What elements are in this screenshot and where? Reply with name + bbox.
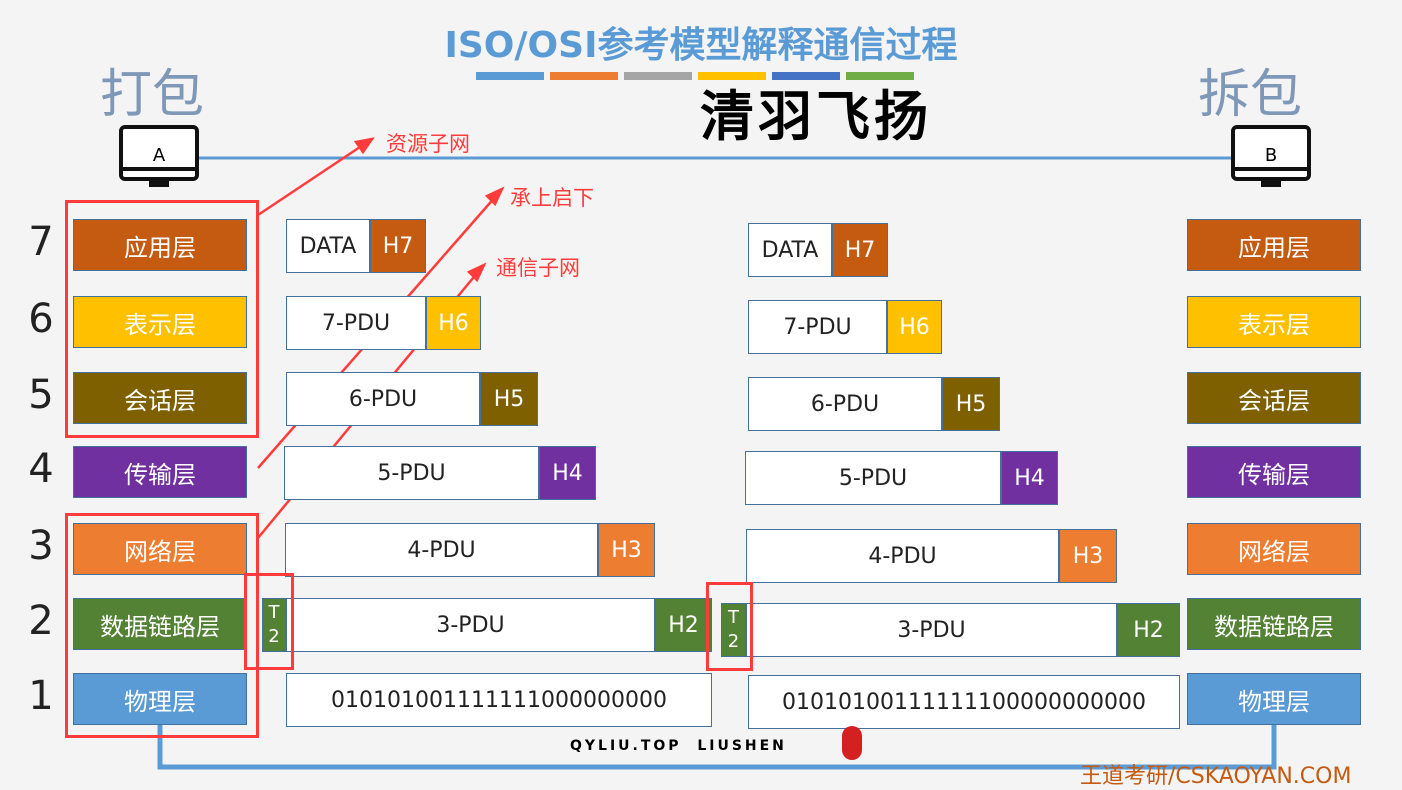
- pdu-header: H7: [370, 219, 426, 273]
- title-bar: [624, 72, 692, 80]
- pdu-body: 7-PDU: [286, 296, 426, 350]
- pdu-body: 4-PDU: [285, 523, 598, 577]
- pdu-header: H6: [887, 300, 942, 354]
- pdu-header: H4: [1001, 451, 1058, 505]
- layer-box-left: 传输层: [73, 446, 247, 498]
- layer-box-right: 数据链路层: [1187, 598, 1361, 650]
- computer-a-icon: A: [119, 125, 199, 191]
- comm-subnet-box: [65, 513, 259, 738]
- pdu-body: 7-PDU: [748, 300, 887, 354]
- title-bar: [476, 72, 544, 80]
- pdu-header: H3: [1059, 529, 1117, 583]
- layer-box-left: 应用层: [73, 219, 247, 271]
- watermark-logo: 清羽飞扬: [700, 84, 932, 148]
- title-bar: [698, 72, 766, 80]
- trailer-highlight-left: [244, 573, 294, 670]
- pack-label: 打包: [100, 65, 205, 125]
- layer-box-right: 表示层: [1187, 296, 1361, 348]
- layer-number: 7: [28, 219, 54, 265]
- bitstream-left: 010101001111111000000000: [286, 673, 712, 727]
- host-a-label: A: [152, 145, 166, 166]
- annotation-middle: 承上启下: [510, 186, 594, 210]
- layer-number: 4: [28, 446, 54, 492]
- bitstream-right: 01010100111111100000000000: [748, 675, 1180, 729]
- computer-b-icon: B: [1231, 125, 1311, 191]
- annotation-resource-subnet: 资源子网: [386, 132, 470, 156]
- layer-number: 2: [28, 598, 54, 644]
- host-b-label: B: [1264, 145, 1278, 166]
- pdu-header: H7: [832, 223, 888, 277]
- pdu-header: H5: [480, 372, 538, 426]
- layer-number: 3: [28, 523, 54, 569]
- unpack-label: 拆包: [1198, 65, 1303, 125]
- credit: 王道考研/CSKAOYAN.COM: [1080, 764, 1352, 789]
- page-title: ISO/OSI参考模型解释通信过程: [444, 25, 958, 66]
- pdu-body: 6-PDU: [286, 372, 480, 426]
- title-bar: [772, 72, 840, 80]
- layer-number: 5: [28, 372, 54, 418]
- resource-subnet-box: [65, 200, 259, 438]
- pdu-body: DATA: [748, 223, 832, 277]
- pdu-header: H6: [426, 296, 481, 350]
- pdu-body: DATA: [286, 219, 370, 273]
- annotation-comm-subnet: 通信子网: [496, 256, 580, 280]
- layer-box-left: 网络层: [73, 523, 247, 575]
- pdu-header: H4: [539, 446, 596, 500]
- layer-number: 1: [28, 673, 54, 719]
- watermark-sub: QYLIU.TOP LIUSHEN: [570, 738, 787, 754]
- layer-box-right: 会话层: [1187, 372, 1361, 424]
- layer-box-right: 物理层: [1187, 673, 1361, 725]
- title-bar: [846, 72, 914, 80]
- layer-number: 6: [28, 296, 54, 342]
- layer-box-left: 会话层: [73, 372, 247, 424]
- layer-box-left: 数据链路层: [73, 598, 247, 650]
- layer-box-left: 表示层: [73, 296, 247, 348]
- pdu-trailer: T2: [721, 603, 746, 657]
- pdu-header: H3: [598, 523, 655, 577]
- pdu-body: 3-PDU: [286, 598, 655, 652]
- pdu-body: 6-PDU: [748, 377, 942, 431]
- pdu-trailer: T2: [262, 598, 286, 652]
- layer-box-left: 物理层: [73, 673, 247, 725]
- pdu-header: H5: [942, 377, 1000, 431]
- pdu-header: H2: [655, 598, 712, 652]
- layer-box-right: 应用层: [1187, 219, 1361, 271]
- title-bar: [550, 72, 618, 80]
- pdu-body: 3-PDU: [746, 603, 1117, 657]
- pdu-body: 5-PDU: [284, 446, 539, 500]
- seal-icon: [842, 726, 862, 760]
- pdu-body: 5-PDU: [745, 451, 1001, 505]
- trailer-highlight-right: [706, 582, 753, 671]
- pdu-header: H2: [1117, 603, 1180, 657]
- pdu-body: 4-PDU: [746, 529, 1059, 583]
- layer-box-right: 传输层: [1187, 446, 1361, 498]
- layer-box-right: 网络层: [1187, 523, 1361, 575]
